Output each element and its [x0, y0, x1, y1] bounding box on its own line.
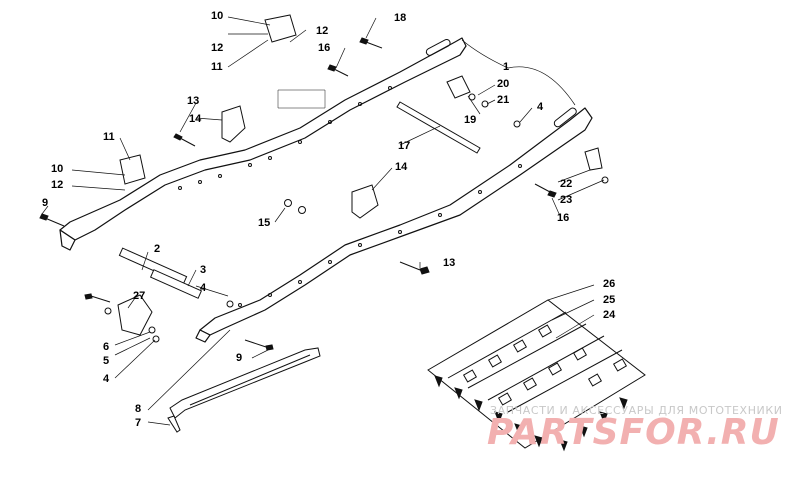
bolt-13-upper — [173, 133, 183, 141]
callout-17: 17 — [398, 140, 411, 152]
callout-13-upper: 13 — [187, 95, 200, 107]
callout-21: 21 — [497, 94, 510, 106]
cross-shaft-2 — [118, 247, 188, 285]
bolt-13-lower — [419, 266, 430, 275]
callout-14-lower: 14 — [395, 161, 408, 173]
block-11-lower — [119, 154, 146, 185]
washer-6 — [104, 307, 112, 315]
callout-4-upper: 4 — [537, 101, 544, 113]
cross-shaft-3 — [149, 269, 203, 299]
bracket-14-lower — [351, 184, 379, 219]
bracket-14-upper — [221, 105, 246, 143]
callout-7: 7 — [135, 417, 142, 429]
callout-22: 22 — [560, 178, 573, 190]
bolt-16-upper — [327, 64, 337, 72]
callout-9-front: 9 — [42, 197, 49, 209]
callout-15: 15 — [258, 217, 271, 229]
callout-5: 5 — [103, 355, 110, 367]
block-19 — [446, 75, 471, 99]
callout-12-lower: 12 — [51, 179, 64, 191]
callout-23: 23 — [560, 194, 573, 206]
bracket-22 — [584, 147, 603, 171]
callout-12-upper-right: 12 — [316, 25, 329, 37]
bolt-9-wheel — [84, 293, 93, 300]
callout-6: 6 — [103, 341, 110, 353]
callout-19: 19 — [464, 114, 477, 126]
rail-holes — [178, 86, 522, 307]
slide-inner — [189, 354, 311, 406]
callout-2: 2 — [154, 243, 161, 255]
nut-4a — [513, 120, 521, 128]
callout-10-upper: 10 — [211, 10, 224, 22]
callout-26: 26 — [603, 278, 616, 290]
leader-lines — [41, 16, 605, 426]
callout-4-wheel: 4 — [103, 373, 110, 385]
callout-1: 1 — [503, 61, 510, 73]
callout-8: 8 — [135, 403, 142, 415]
bolt-9-lower — [265, 344, 274, 351]
callout-11-lower: 11 — [103, 131, 115, 143]
nut-21 — [481, 100, 489, 108]
watermark-brand: PARTSFOR.RU — [487, 412, 780, 453]
callout-20: 20 — [497, 78, 510, 90]
callout-13-lower: 13 — [443, 257, 456, 269]
callout-18: 18 — [394, 12, 407, 24]
callout-24: 24 — [603, 309, 616, 321]
callout-16-lower: 16 — [557, 212, 570, 224]
bolt-16-lower — [547, 190, 557, 198]
track-clips-25 — [462, 324, 628, 406]
cross-shaft-17 — [396, 101, 481, 154]
callout-14-upper: 14 — [189, 113, 202, 125]
nut-15b — [298, 206, 306, 214]
callout-27: 27 — [133, 290, 146, 302]
callout-4-rail: 4 — [200, 282, 207, 294]
callout-12-upper-left: 12 — [211, 42, 224, 54]
bolt-18 — [359, 37, 369, 45]
slide-8 — [169, 347, 321, 419]
nut-15 — [284, 199, 292, 207]
lower-rail-front — [195, 329, 211, 343]
nut-23 — [601, 176, 609, 184]
lower-rail — [199, 107, 593, 336]
washer-5 — [148, 326, 156, 334]
track-24 — [427, 299, 646, 452]
watermark-tagline: ЗАПЧАСТИ И АКСЕССУАРЫ ДЛЯ МОТОТЕХНИКИ — [490, 404, 783, 417]
track-lugs — [434, 375, 628, 452]
block-11-upper — [264, 14, 297, 43]
upper-rail — [59, 37, 467, 241]
callout-16-upper: 16 — [318, 42, 331, 54]
callout-11-upper: 11 — [211, 61, 223, 73]
screw-7 — [167, 415, 181, 433]
nut-4b — [226, 300, 234, 308]
callout-10-lower: 10 — [51, 163, 64, 175]
callout-9-rear: 9 — [236, 352, 243, 364]
callout-25: 25 — [603, 294, 616, 306]
wheel-27 — [117, 294, 153, 336]
callout-3: 3 — [200, 264, 207, 276]
upper-rail-front — [59, 229, 76, 251]
